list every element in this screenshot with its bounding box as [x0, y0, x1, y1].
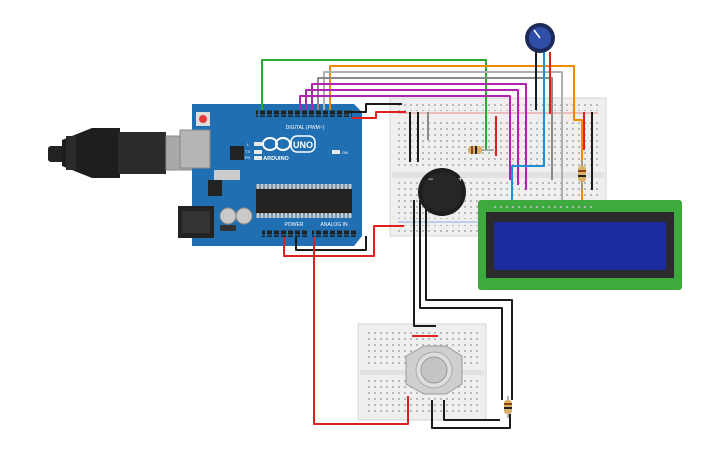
buzzer-plus-mark: + — [458, 174, 463, 184]
wires — [261, 52, 593, 429]
wire-black-down-2 — [419, 200, 503, 400]
wire-black-bottom — [431, 400, 511, 429]
led-label-rx: RX — [245, 155, 251, 160]
analog-header-label: ANALOG IN — [320, 222, 348, 228]
wire-red-analog — [313, 237, 409, 425]
wire-purple-2 — [305, 89, 519, 185]
wire-gray — [317, 77, 553, 180]
wire-black-down-3 — [425, 200, 513, 400]
arduino-uno-board[interactable]: UNO ARDUINO DIGITAL (PWM~) POWER ANALOG … — [178, 104, 362, 246]
wire-black-top — [348, 103, 402, 113]
arduino-logo — [262, 135, 316, 153]
resistor-breadboard[interactable] — [468, 146, 494, 154]
lcd-16x2-module[interactable] — [478, 200, 682, 290]
wire-pot-blue — [511, 52, 545, 200]
gas-sensor[interactable] — [405, 345, 463, 395]
led-label-l: L — [247, 142, 250, 147]
wire-red-power — [283, 225, 404, 257]
resistor-mini[interactable] — [504, 396, 512, 418]
wire-red-top — [352, 111, 406, 119]
led-label-tx: TX — [245, 149, 250, 154]
wire-orange — [329, 65, 583, 200]
wire-black-down-1 — [413, 200, 436, 327]
led-label-on: ON — [342, 150, 348, 155]
board-model-label: UNO — [293, 140, 313, 150]
digital-header-label: DIGITAL (PWM~) — [286, 125, 325, 131]
buzzer-minus-mark: − — [428, 174, 433, 184]
resistor-lcd[interactable] — [578, 160, 586, 190]
board-brand-label: ARDUINO — [263, 156, 289, 162]
power-header-label: POWER — [285, 222, 304, 228]
piezo-buzzer[interactable]: − + — [418, 168, 466, 216]
wire-green — [261, 59, 487, 150]
wire-purple-3 — [299, 95, 511, 180]
wire-black-bottom-2 — [443, 400, 500, 421]
lcd-screen — [494, 222, 666, 270]
mini-breadboard[interactable] — [357, 323, 487, 421]
usb-cable[interactable] — [48, 128, 197, 178]
potentiometer[interactable] — [525, 23, 555, 53]
wire-black-gnd — [295, 236, 367, 251]
